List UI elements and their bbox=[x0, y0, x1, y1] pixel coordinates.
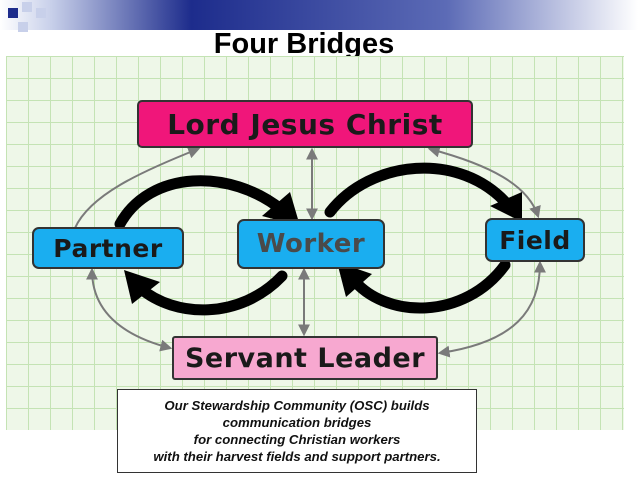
bridge-arrowhead-worker-in bbox=[262, 192, 300, 226]
bridge-arrowhead-partner-in bbox=[124, 270, 160, 304]
slide-title: Four Bridges bbox=[213, 28, 395, 60]
connector-field-servant bbox=[437, 260, 546, 358]
header-bar bbox=[0, 0, 638, 30]
bridge-partner-to-worker bbox=[114, 175, 288, 230]
header-squares-decoration bbox=[4, 2, 54, 42]
bridge-worker-to-field bbox=[324, 162, 514, 218]
node-lord-jesus-christ: Lord Jesus Christ bbox=[137, 100, 473, 148]
node-worker: Worker bbox=[237, 219, 385, 269]
bridge-arrowhead-worker-in-2 bbox=[337, 262, 372, 297]
node-servant-leader: Servant Leader bbox=[172, 336, 438, 380]
node-field: Field bbox=[485, 218, 585, 262]
bridge-field-to-worker bbox=[346, 259, 511, 314]
caption-line: Our Stewardship Community (OSC) builds bbox=[164, 398, 430, 413]
connector-partner-servant bbox=[86, 267, 173, 352]
bridge-worker-to-partner bbox=[134, 270, 288, 316]
bridge-arrowhead-field-in bbox=[490, 192, 522, 222]
connector-partner-lord bbox=[74, 146, 201, 229]
caption-line: communication bridges bbox=[222, 415, 372, 430]
caption-line: with their harvest fields and support pa… bbox=[153, 449, 441, 464]
node-partner: Partner bbox=[32, 227, 184, 269]
caption-line: for connecting Christian workers bbox=[193, 432, 401, 447]
connector-lord-field bbox=[427, 145, 541, 219]
caption-box: Our Stewardship Community (OSC) builds c… bbox=[117, 389, 477, 473]
